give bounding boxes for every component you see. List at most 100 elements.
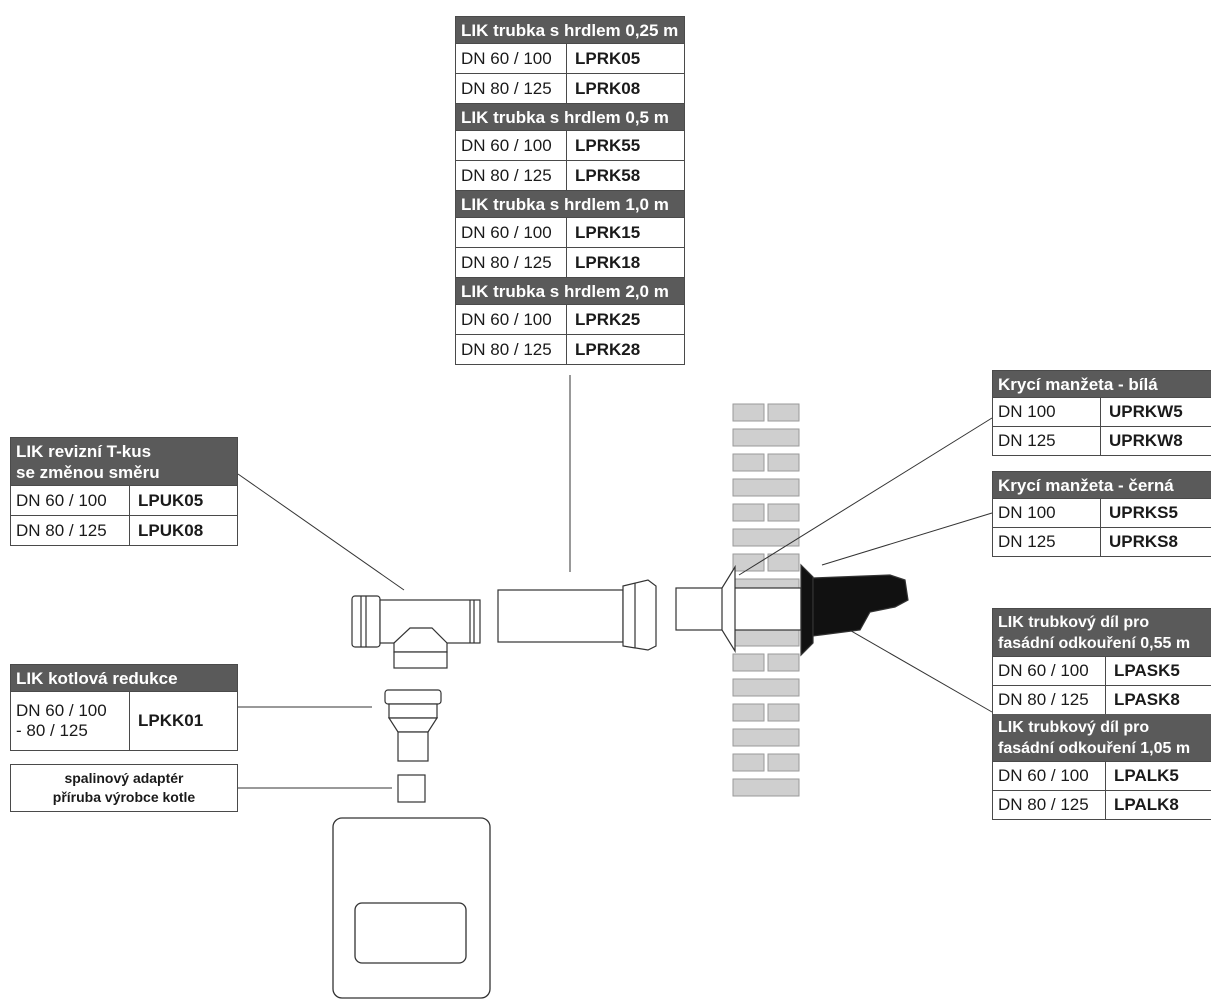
tee-header: LIK revizní T-kus se změnou směru <box>11 438 237 485</box>
code-cell: LPRK18 <box>575 252 641 272</box>
code-cell: LPKK01 <box>138 711 204 730</box>
facade-055-header-line2: fasádní odkouření 0,55 m <box>998 635 1191 652</box>
dn-cell: DN 60 / 100 <box>456 44 567 73</box>
dn-cell: DN 60 / 100 <box>11 486 130 515</box>
table-row: DN 80 / 125 LPUK08 <box>11 515 237 545</box>
table-row: DN 125 UPRKW8 <box>993 426 1211 455</box>
pipe-group-header: LIK trubka s hrdlem 2,0 m <box>456 277 684 304</box>
code-cell: LPRK25 <box>575 309 641 329</box>
code-cell: LPRK15 <box>575 222 641 242</box>
code-cell: LPRK55 <box>575 135 641 155</box>
facade-055-header-line1: LIK trubkový díl pro <box>998 614 1150 631</box>
pipe-part <box>497 579 657 651</box>
brick <box>732 503 765 522</box>
table-row: DN 60 / 100 LPRK25 <box>456 304 684 334</box>
table-row: DN 60 / 100 LPUK05 <box>11 485 237 515</box>
brick <box>732 428 800 447</box>
brick <box>767 453 800 472</box>
leader-line-facade <box>845 627 993 713</box>
table-row: DN 60 / 100 LPALK5 <box>993 761 1211 790</box>
table-row: DN 100 UPRKW5 <box>993 397 1211 426</box>
leader-line-tee <box>237 473 405 591</box>
boiler-display <box>354 902 467 964</box>
code-cell: LPASK5 <box>1114 661 1180 680</box>
code-cell: LPRK05 <box>575 48 641 68</box>
tee-part <box>351 595 481 669</box>
brick <box>732 478 800 497</box>
brick <box>767 703 800 722</box>
code-cell: LPUK05 <box>138 490 204 510</box>
dn-cell: DN 60 / 100 <box>456 305 567 334</box>
code-cell: UPRKW5 <box>1109 402 1183 421</box>
dn-cell: DN 100 <box>993 499 1101 527</box>
code-cell: LPASK8 <box>1114 690 1180 709</box>
dn-cell: DN 60 / 100 - 80 / 125 <box>11 692 130 750</box>
brick <box>732 403 765 422</box>
dn-cell: DN 125 <box>993 528 1101 556</box>
dn-cell: DN 60 / 100 <box>456 218 567 247</box>
dn-cell: DN 80 / 125 <box>11 516 130 545</box>
reducer-header: LIK kotlová redukce <box>11 665 237 691</box>
table-row: DN 60 / 100 - 80 / 125 LPKK01 <box>11 691 237 750</box>
dn-cell: DN 80 / 125 <box>456 335 567 364</box>
leader-line-collar-black <box>821 512 993 566</box>
collar-white-table: Krycí manžeta - bílá DN 100 UPRKW5 DN 12… <box>992 370 1211 456</box>
brick <box>767 753 800 772</box>
code-cell: LPRK28 <box>575 339 641 359</box>
dn-cell: DN 60 / 100 <box>993 762 1106 790</box>
dn-cell: DN 80 / 125 <box>456 161 567 190</box>
table-row: DN 60 / 100 LPRK05 <box>456 43 684 73</box>
tee-table: LIK revizní T-kus se změnou směru DN 60 … <box>10 437 238 546</box>
pipe-group-header: LIK trubka s hrdlem 1,0 m <box>456 190 684 217</box>
facade-105-header-line2: fasádní odkouření 1,05 m <box>998 740 1191 757</box>
brick <box>732 553 765 572</box>
brick <box>732 703 765 722</box>
adapter-note: spalinový adaptér příruba výrobce kotle <box>10 764 238 812</box>
facade-105-header-line1: LIK trubkový díl pro <box>998 719 1150 736</box>
table-row: DN 60 / 100 LPRK55 <box>456 130 684 160</box>
code-cell: LPALK8 <box>1114 795 1179 814</box>
tee-header-line1: LIK revizní T-kus <box>16 442 152 461</box>
code-cell: UPRKS5 <box>1109 503 1178 522</box>
facade-table: LIK trubkový díl pro fasádní odkouření 0… <box>992 608 1211 820</box>
facade-055-header: LIK trubkový díl pro fasádní odkouření 0… <box>993 609 1211 656</box>
table-row: DN 60 / 100 LPASK5 <box>993 656 1211 685</box>
table-row: DN 80 / 125 LPRK18 <box>456 247 684 277</box>
collar-black-table: Krycí manžeta - černá DN 100 UPRKS5 DN 1… <box>992 471 1211 557</box>
code-cell: LPALK5 <box>1114 766 1179 785</box>
reducer-table: LIK kotlová redukce DN 60 / 100 - 80 / 1… <box>10 664 238 751</box>
collar-white-header: Krycí manžeta - bílá <box>993 371 1211 397</box>
table-row: DN 80 / 125 LPRK58 <box>456 160 684 190</box>
dn-cell: DN 60 / 100 <box>456 131 567 160</box>
dn-cell: DN 125 <box>993 427 1101 455</box>
code-cell: LPRK08 <box>575 78 641 98</box>
table-row: DN 125 UPRKS8 <box>993 527 1211 556</box>
adapter-line2: příruba výrobce kotle <box>52 789 196 805</box>
brick <box>767 653 800 672</box>
collar-black-header: Krycí manžeta - černá <box>993 472 1211 498</box>
brick <box>732 753 765 772</box>
brick <box>732 778 800 797</box>
brick-wall <box>732 403 800 797</box>
table-row: DN 80 / 125 LPALK8 <box>993 790 1211 819</box>
code-cell: UPRKW8 <box>1109 431 1183 450</box>
brick <box>732 678 800 697</box>
code-cell: LPRK58 <box>575 165 641 185</box>
dn-cell: DN 100 <box>993 398 1101 426</box>
pipe-group-header: LIK trubka s hrdlem 0,25 m <box>456 17 684 43</box>
table-row: DN 80 / 125 LPASK8 <box>993 685 1211 714</box>
dn-line2: - 80 / 125 <box>16 721 88 740</box>
dn-cell: DN 80 / 125 <box>456 248 567 277</box>
brick <box>732 628 800 647</box>
adapter-line1: spalinový adaptér <box>64 770 184 786</box>
brick <box>732 653 765 672</box>
brick <box>767 553 800 572</box>
reducer-part <box>384 689 442 762</box>
boiler <box>332 817 491 999</box>
dn-line1: DN 60 / 100 <box>16 701 107 720</box>
dn-cell: DN 80 / 125 <box>993 686 1106 714</box>
